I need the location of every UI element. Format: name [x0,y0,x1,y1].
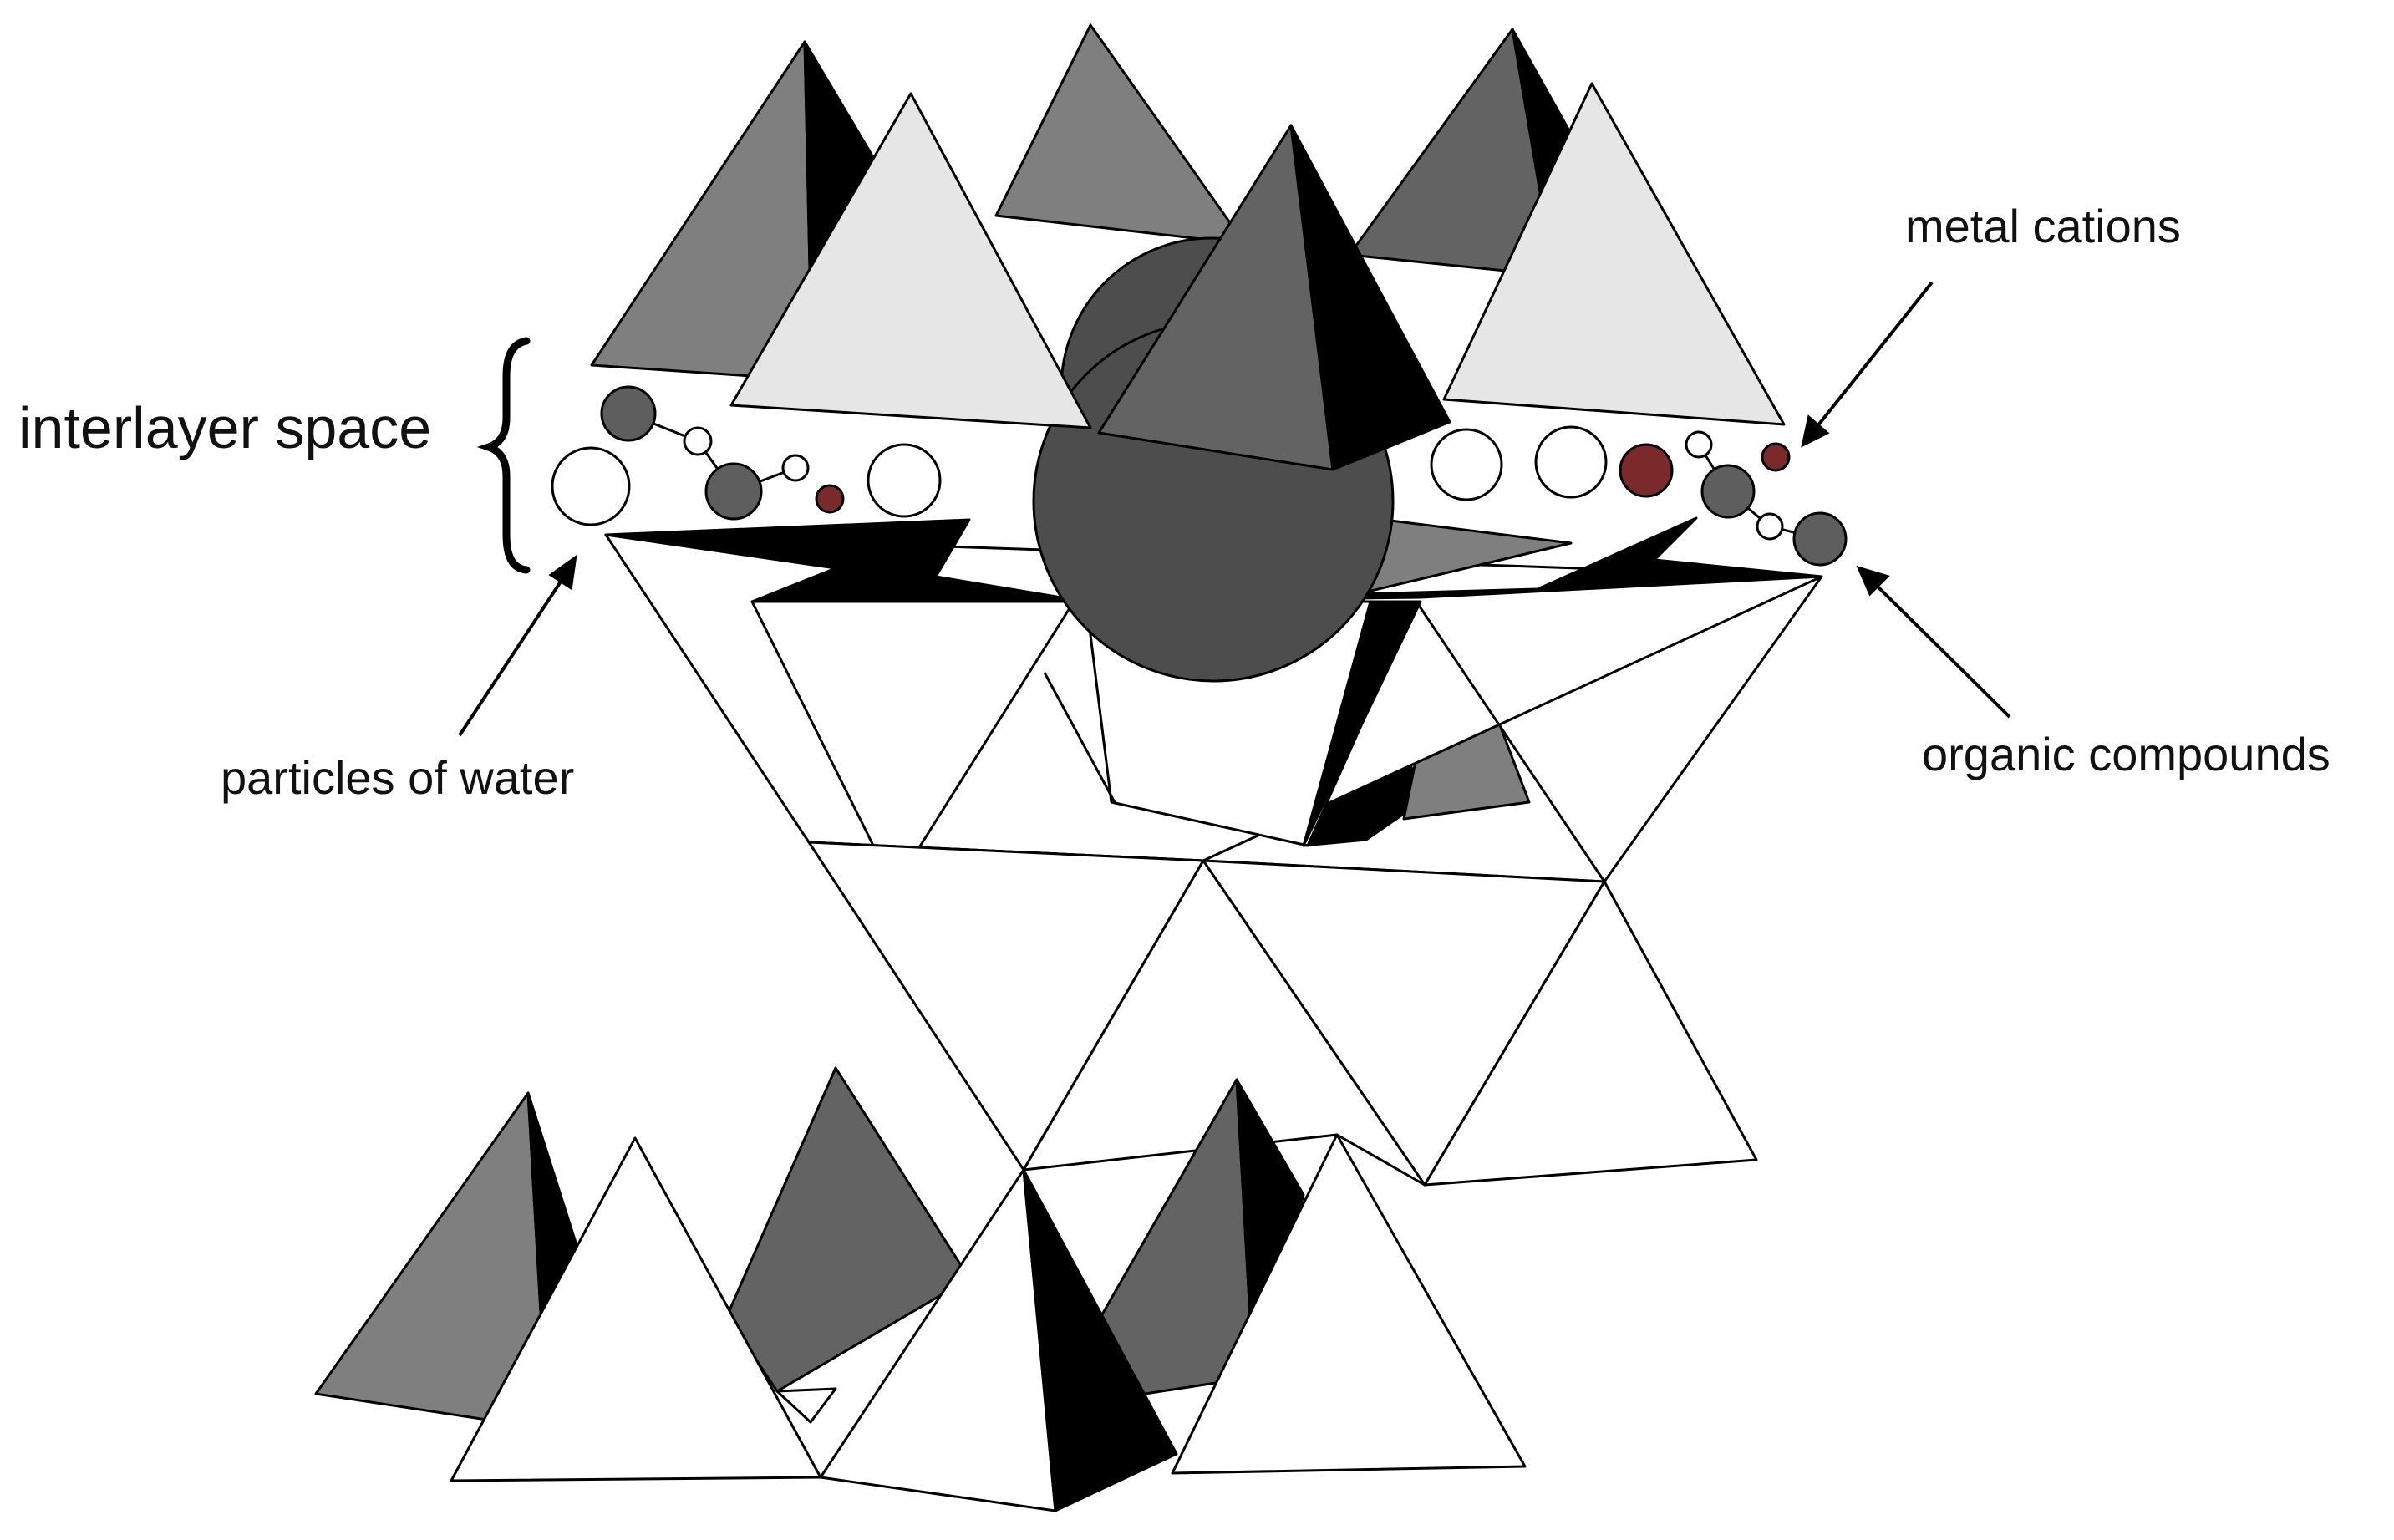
organic-atom [600,385,657,442]
organic-atom-small [1685,430,1713,459]
interlayer-space-label: interlayer space [18,395,432,460]
interlayer-particles [551,385,1848,567]
organic-atom [1792,511,1848,567]
metal-cation [815,484,845,514]
annotation-arrows [458,281,2011,737]
arrow-organic [1874,583,2011,719]
organic-compounds-label: organic compounds [1922,728,2330,780]
water-particle [867,443,942,518]
metal-cation [1619,443,1674,498]
water-particle [551,446,631,526]
organic-atom-small [683,426,713,456]
organic-atom-small [781,454,810,482]
particles-of-water-label: particles of water [221,751,575,804]
arrow-water [458,575,566,737]
metal-cations-label: metal cations [1905,200,2181,252]
bottom-tetrahedral-sheet [314,1066,1527,1512]
interlayer-shards [604,516,1823,847]
top-tetrahedral-sheet-front [729,82,1786,471]
metal-cation [1761,442,1791,472]
organic-atom [704,462,763,521]
organic-atom-small [1756,512,1784,541]
water-particle [1534,425,1608,499]
water-particle [1430,428,1503,501]
organic-atom [1700,464,1756,519]
interlayer-brace [476,337,531,574]
arrow-metal [1816,281,1934,428]
